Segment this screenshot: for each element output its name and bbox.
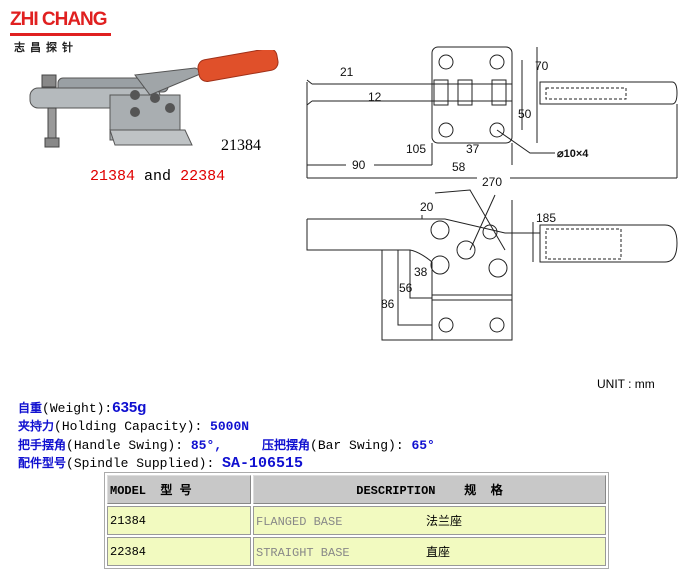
dim-90: 90	[352, 158, 366, 172]
spec-bar-en: (Bar Swing):	[310, 438, 412, 453]
row-description: STRAIGHT BASE 直座	[253, 537, 606, 566]
caption-model-b: 22384	[180, 168, 226, 185]
table-header-row: MODEL 型 号 DESCRIPTION 规 格	[107, 475, 606, 504]
spec-handle-swing: 把手摆角(Handle Swing): 85°,	[18, 436, 222, 455]
dim-20: 20	[420, 200, 434, 214]
spec-spindle-value: SA-106515	[222, 455, 304, 472]
dim-270: 270	[482, 175, 502, 189]
dim-58: 58	[452, 160, 466, 174]
dim-hole: ⌀10×4	[557, 148, 589, 160]
row-description: FLANGED BASE 法兰座	[253, 506, 606, 535]
spec-handle-value: 85°,	[190, 438, 223, 453]
spec-handle-cn: 把手摆角	[18, 438, 67, 452]
spec-bar-cn: 压把摆角	[262, 438, 311, 452]
dim-37: 37	[466, 142, 480, 156]
dim-105: 105	[406, 142, 426, 156]
row-model: 22384	[107, 537, 251, 566]
desc-en: STRAIGHT BASE	[256, 546, 350, 560]
spec-weight-value: 635g	[112, 399, 147, 416]
dim-185: 185	[536, 211, 556, 225]
dim-21: 21	[340, 65, 354, 79]
spec-holding-en: (Holding Capacity):	[54, 419, 211, 434]
spec-weight-cn: 自重	[18, 401, 43, 415]
model-caption: 21384 and 22384	[90, 168, 225, 185]
spec-holding-value: 5000N	[210, 419, 250, 434]
spec-weight-en: (Weight):	[42, 401, 113, 416]
desc-en: FLANGED BASE	[256, 515, 343, 529]
dim-12: 12	[368, 90, 382, 104]
spec-handle-en: (Handle Swing):	[66, 438, 191, 453]
zhichang-logo: ZHI CHANG 志昌探针	[10, 6, 111, 56]
unit-label: UNIT : mm	[597, 377, 655, 391]
clamp-product-photo	[29, 50, 279, 148]
spec-spindle-cn: 配件型号	[18, 456, 67, 470]
dim-38: 38	[414, 265, 428, 279]
model-table: MODEL 型 号 DESCRIPTION 规 格 21384 FLANGED …	[104, 472, 609, 569]
spec-spindle: 配件型号(Spindle Supplied): SA-106515	[18, 454, 303, 473]
header-model: MODEL 型 号	[107, 475, 251, 504]
table-row: 21384 FLANGED BASE 法兰座	[107, 506, 606, 535]
photo-model-label: 21384	[221, 137, 261, 154]
table-row: 22384 STRAIGHT BASE 直座	[107, 537, 606, 566]
row-model: 21384	[107, 506, 251, 535]
header-description: DESCRIPTION 规 格	[253, 475, 606, 504]
dim-56: 56	[399, 281, 413, 295]
spec-holding-cn: 夹持力	[18, 419, 55, 433]
logo-text: ZHI CHANG	[10, 6, 111, 36]
spec-bar-swing: 压把摆角(Bar Swing): 65°	[262, 436, 435, 455]
dim-70: 70	[535, 59, 549, 73]
spec-holding: 夹持力(Holding Capacity): 5000N	[18, 417, 249, 436]
caption-model-a: 21384	[90, 168, 136, 185]
spec-weight: 自重(Weight):635g	[18, 399, 146, 418]
technical-drawing: 21 12 70 50 105 37 ⌀10×4 90 58 270 20 18…	[306, 46, 678, 341]
dim-50: 50	[518, 107, 532, 121]
desc-cn: 法兰座	[426, 515, 463, 529]
spec-bar-value: 65°	[411, 438, 435, 453]
caption-and: and	[144, 168, 172, 185]
dim-86: 86	[381, 297, 395, 311]
desc-cn: 直座	[426, 546, 451, 560]
mounting-holes-top	[438, 54, 505, 138]
logo-chinese: 志昌探针	[14, 41, 78, 54]
spec-spindle-en: (Spindle Supplied):	[66, 456, 223, 471]
